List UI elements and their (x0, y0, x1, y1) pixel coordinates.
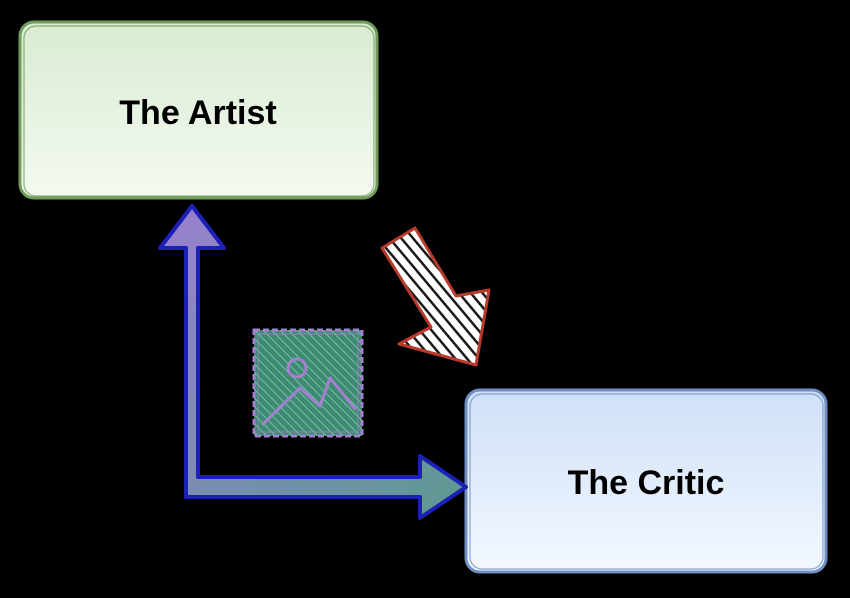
bidirectional-elbow-arrow-icon (158, 204, 468, 520)
artist-label: The Artist (119, 94, 276, 132)
critic-node[interactable]: The Critic (464, 388, 828, 574)
critic-label: The Critic (568, 464, 725, 502)
artist-node[interactable]: The Artist (18, 20, 379, 200)
hatched-down-right-arrow-icon (380, 226, 491, 367)
image-placeholder-icon (252, 328, 364, 438)
